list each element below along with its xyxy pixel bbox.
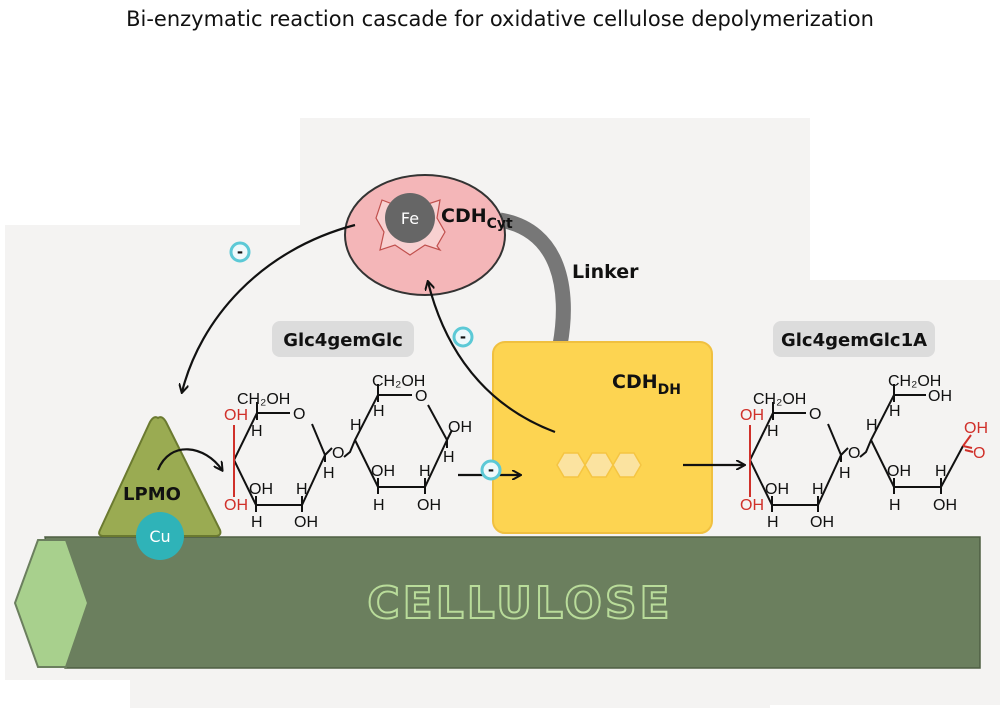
cdh-cyt-domain: Fe CDHCyt — [344, 174, 513, 296]
product-structure: CH₂OH OH H O OH OH H H OH H O CH₂OH OH H… — [740, 373, 988, 531]
cdh-dh-name: CDH — [612, 371, 658, 393]
chem-label: H — [839, 465, 851, 482]
chem-label: H — [296, 481, 308, 498]
cdh-dh-label: CDHDH — [612, 371, 681, 398]
chem-label: O — [809, 406, 821, 423]
chem-label: H — [373, 497, 385, 514]
linker — [498, 212, 571, 347]
chem-label: H — [767, 514, 779, 531]
product-name: Glc4gemGlc1A — [781, 330, 927, 351]
chem-label: H — [889, 403, 901, 420]
chem-label: OH — [765, 481, 789, 498]
cdh-cyt-label: CDHCyt — [441, 205, 513, 232]
chem-label: H — [767, 423, 779, 440]
chem-label: CH₂OH — [888, 373, 941, 390]
chem-label: OH — [887, 463, 911, 480]
chem-label-oxidized: OH — [224, 407, 248, 424]
substrate-name: Glc4gemGlc — [283, 330, 403, 351]
lpmo-oxidation-arrow — [156, 448, 222, 470]
chem-label-oxidized: OH — [740, 407, 764, 424]
chem-label: CH₂OH — [237, 391, 290, 408]
chem-label: H — [812, 481, 824, 498]
chem-label: H — [889, 497, 901, 514]
chem-label: OH — [933, 497, 957, 514]
chem-label: O — [293, 406, 305, 423]
chem-label: O — [848, 445, 860, 462]
electron-symbol: - — [460, 328, 466, 346]
chem-label: O — [332, 445, 344, 462]
electron-badge: - — [480, 459, 502, 481]
electron-symbol: - — [237, 243, 243, 261]
chem-label: OH — [928, 388, 952, 405]
chem-label: H — [251, 514, 263, 531]
cdh-cyt-name: CDH — [441, 205, 487, 227]
substrate-structure: CH₂OH OH H O OH OH H H OH H O CH₂OH O H … — [224, 373, 472, 531]
chem-label: CH₂OH — [372, 373, 425, 390]
chem-label: H — [323, 465, 335, 482]
chem-label: OH — [371, 463, 395, 480]
chem-label: OH — [294, 514, 318, 531]
cdh-cyt-subscript: Cyt — [487, 216, 513, 232]
chem-label: OH — [249, 481, 273, 498]
lpmo-label: LPMO — [123, 484, 181, 505]
electron-transfer-arrow-cyt-to-lpmo — [182, 223, 356, 392]
cellulose-end-hexagon — [13, 539, 90, 668]
chem-label: H — [350, 417, 362, 434]
product-name-box — [773, 321, 935, 357]
chem-label-oxidized: OH — [740, 497, 764, 514]
fe-label: Fe — [401, 209, 419, 228]
chem-label: H — [419, 463, 431, 480]
substrate-name-box — [272, 321, 414, 357]
chem-label-oxidized: OH — [224, 497, 248, 514]
chem-label: OH — [448, 419, 472, 436]
cellulose-bar: CELLULOSE — [13, 536, 981, 669]
cdh-dh-domain: CDHDH — [492, 341, 713, 534]
chem-label: H — [443, 449, 455, 466]
diagram-title: Bi-enzymatic reaction cascade for oxidat… — [126, 7, 874, 31]
chem-label-carboxyl: OH — [964, 420, 988, 437]
chem-label: OH — [417, 497, 441, 514]
lpmo-enzyme: LPMO Cu — [98, 416, 222, 560]
cellulose-label: CELLULOSE — [367, 578, 672, 629]
chem-label: O — [415, 388, 427, 405]
chem-label: H — [866, 417, 878, 434]
cdh-dh-subscript: DH — [658, 382, 681, 398]
fad-cofactor-icon — [556, 452, 642, 478]
chem-label: H — [373, 403, 385, 420]
electron-badge: - — [452, 326, 474, 348]
chem-label: OH — [810, 514, 834, 531]
electron-symbol: - — [488, 461, 494, 479]
chem-label: CH₂OH — [753, 391, 806, 408]
chem-label: H — [251, 423, 263, 440]
chem-label: H — [935, 463, 947, 480]
electron-transfer-arrow-dh-to-cyt — [428, 282, 556, 434]
electron-badge: - — [229, 241, 251, 263]
cu-label: Cu — [149, 527, 170, 546]
chem-label-carboxyl: O — [973, 445, 985, 462]
linker-label: Linker — [572, 261, 639, 283]
